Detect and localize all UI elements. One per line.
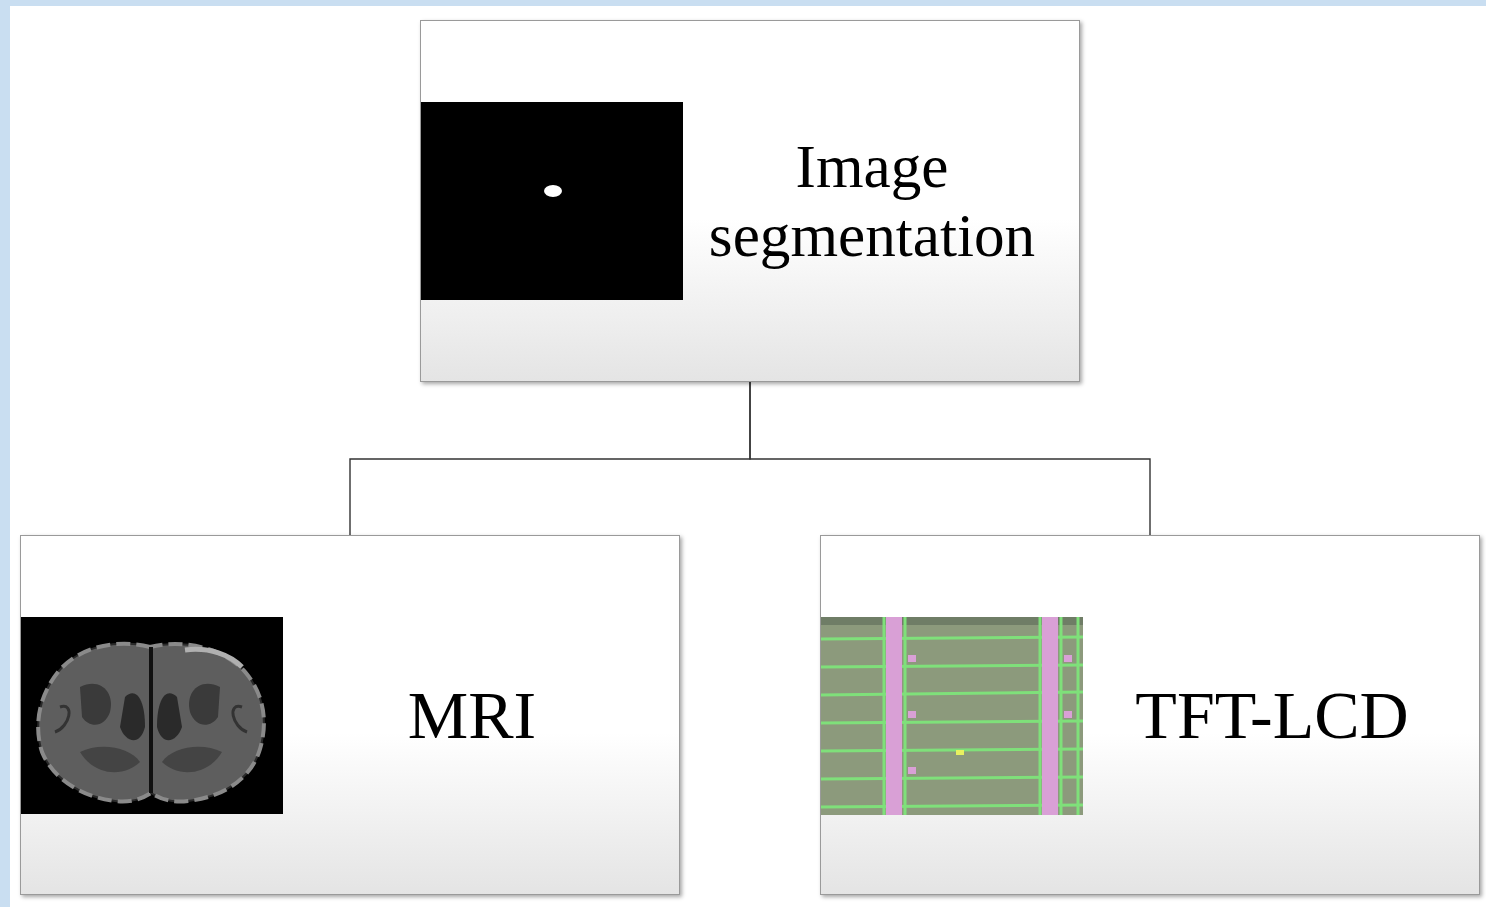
slide-ground <box>10 6 1486 907</box>
box-fill <box>420 20 1080 382</box>
box-label: Image segmentation <box>684 132 1060 270</box>
mri-image <box>20 617 283 814</box>
process-box: TFT-LCD <box>820 535 1480 895</box>
box-fill <box>820 535 1480 895</box>
tft-image <box>820 617 1083 815</box>
process-box: MRI <box>20 535 680 895</box>
box-label: TFT-LCD <box>1135 677 1408 754</box>
box-fill <box>20 535 680 895</box>
text-area: MRI <box>284 536 660 894</box>
box-label: MRI <box>408 677 536 754</box>
tree-connector <box>750 382 1150 535</box>
mask-image <box>420 102 683 300</box>
process-box: Image segmentation <box>420 20 1080 382</box>
tree-connector <box>350 382 750 535</box>
text-area: Image segmentation <box>684 21 1060 381</box>
text-area: TFT-LCD <box>1084 536 1460 894</box>
